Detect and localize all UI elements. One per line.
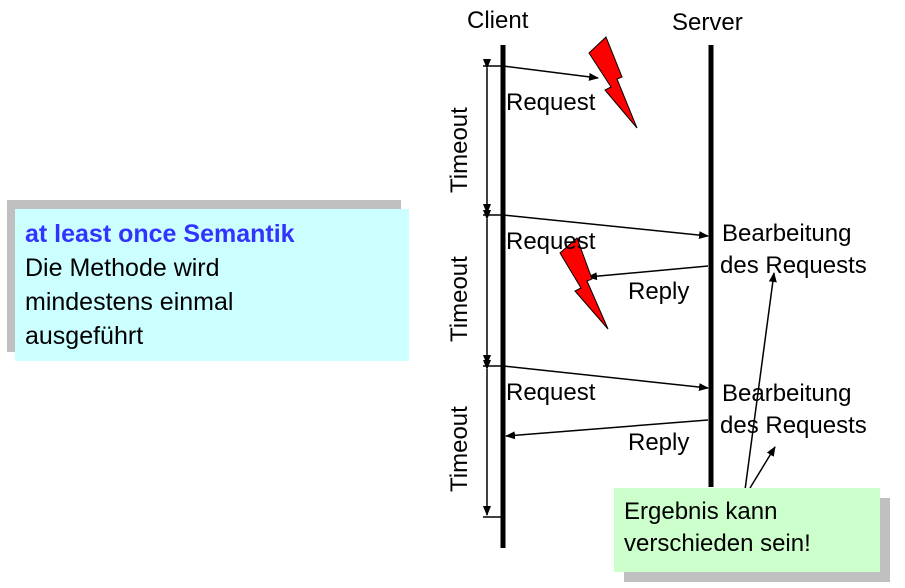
request-2-label: Request (506, 228, 596, 255)
reply-2-arrow (505, 419, 709, 440)
reply-2-label: Reply (628, 429, 690, 456)
note-pointer-2 (749, 446, 776, 489)
reply-1-arrow (587, 265, 709, 281)
semantic-info-box: at least once Semantik Die Methode wird … (15, 209, 409, 361)
request-3-arrow (502, 365, 709, 392)
reply-1-label: Reply (628, 278, 690, 305)
processing-2-line2: des Requests (720, 412, 867, 439)
semantic-line-1: Die Methode wird (25, 254, 220, 282)
request-2-arrow (502, 214, 709, 240)
client-label: Client (467, 7, 529, 34)
processing-1-line1: Bearbeitung (722, 220, 852, 247)
note-line-2: verschieden sein! (624, 530, 811, 557)
request-1-label: Request (506, 89, 596, 116)
timeout-brackets (483, 59, 503, 518)
processing-2-line1: Bearbeitung (722, 380, 852, 407)
note-pointer-1 (744, 272, 777, 491)
lightning-bolt-icon (588, 36, 638, 129)
request-1-arrow (502, 65, 599, 81)
processing-1-line2: des Requests (720, 252, 867, 279)
lightning-bolt-icon (559, 237, 609, 330)
timeout-label-3: Timeout (446, 406, 473, 492)
result-note-box: Ergebnis kann verschieden sein! (614, 488, 880, 572)
semantic-line-2: mindestens einmal (25, 288, 234, 316)
server-label: Server (672, 9, 743, 36)
semantic-title: at least once Semantik (25, 220, 295, 248)
timeout-label-2: Timeout (446, 256, 473, 342)
timeout-label-1: Timeout (446, 107, 473, 193)
note-line-1: Ergebnis kann (624, 498, 778, 525)
request-3-label: Request (506, 379, 596, 406)
semantic-line-3: ausgeführt (25, 322, 144, 350)
